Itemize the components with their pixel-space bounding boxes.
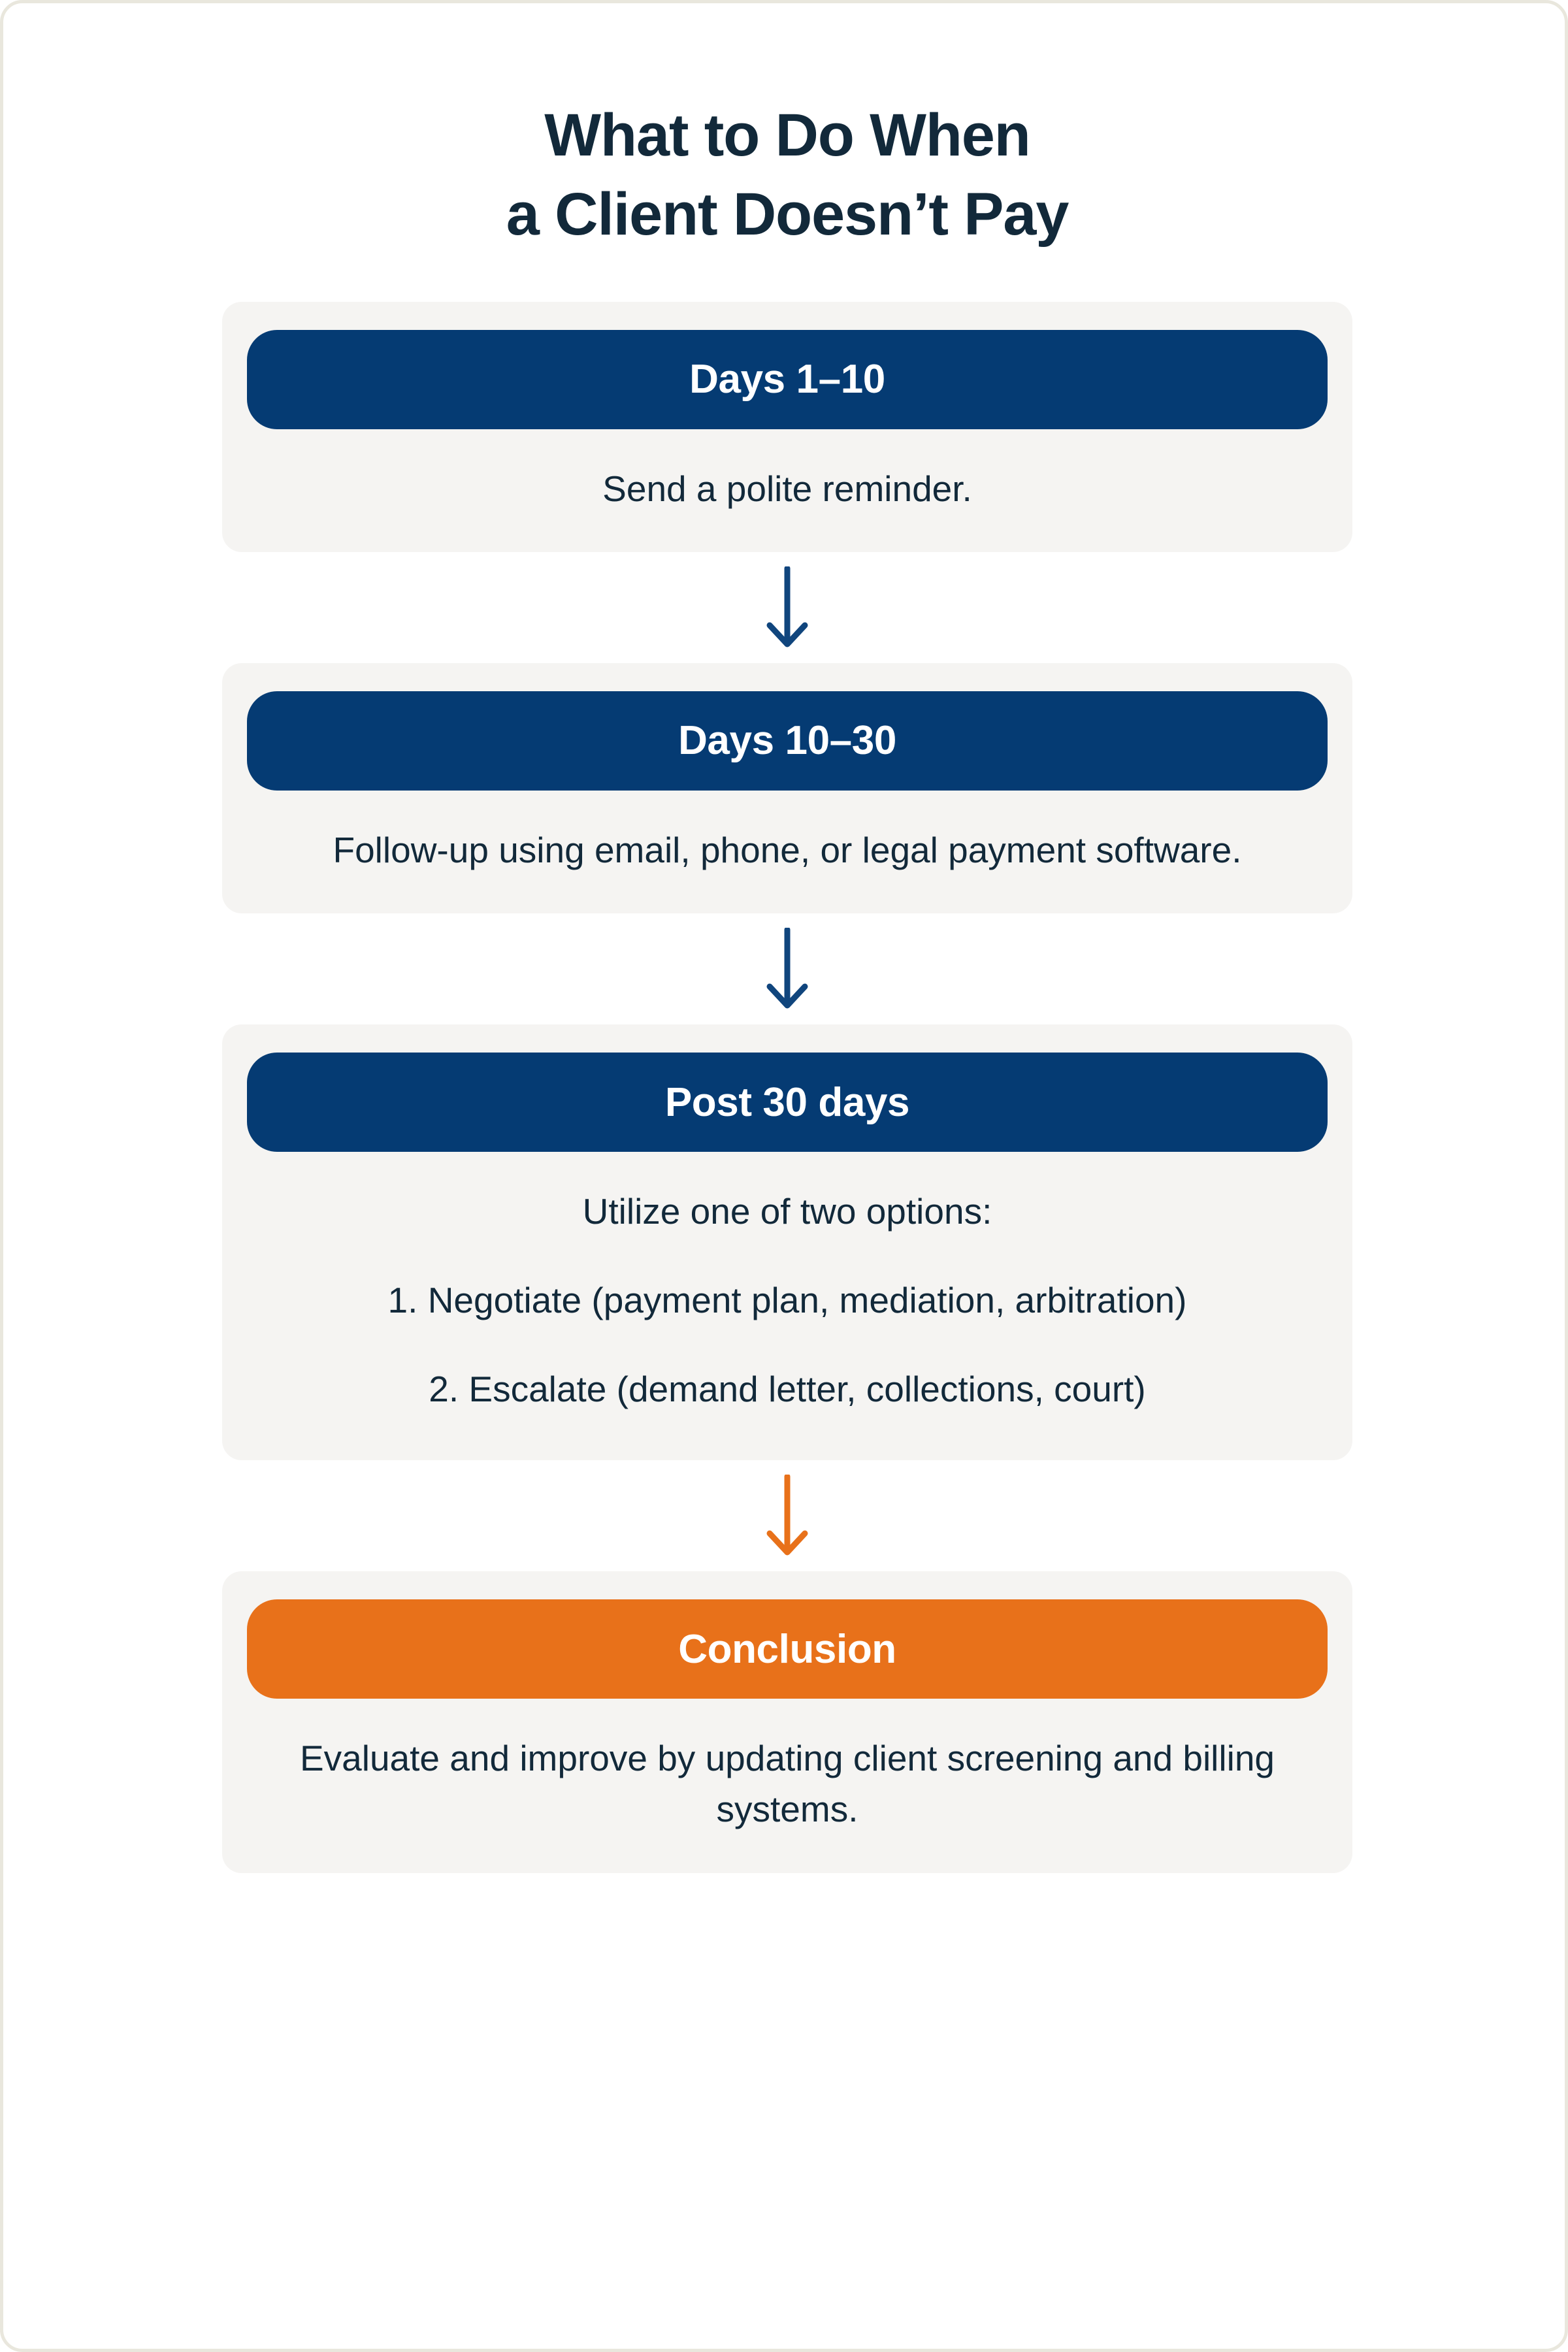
flowchart: Days 1–10 Send a polite reminder. Days 1… [222,255,1352,1873]
step-body-line: Send a polite reminder. [602,468,972,509]
step-body-days-10-30: Follow-up using email, phone, or legal p… [247,791,1328,913]
step-body-post-30-days: Utilize one of two options: 1. Negotiate… [247,1152,1328,1460]
step-card-days-1-10: Days 1–10 Send a polite reminder. [222,301,1352,552]
connector-2 [222,913,1352,1024]
step-body-line: Evaluate and improve by updating client … [299,1738,1275,1830]
arrow-down-icon [761,1475,813,1557]
step-card-post-30-days: Post 30 days Utilize one of two options:… [222,1024,1352,1461]
step-header-days-1-10: Days 1–10 [247,329,1328,429]
step-body-conclusion: Evaluate and improve by updating client … [247,1699,1328,1872]
step-card-days-10-30: Days 10–30 Follow-up using email, phone,… [222,662,1352,914]
step-header-days-10-30: Days 10–30 [247,691,1328,791]
page-title: What to Do When a Client Doesn’t Pay [3,3,1565,255]
connector-3 [222,1460,1352,1571]
arrow-down-icon [761,928,813,1010]
step-header-conclusion: Conclusion [247,1599,1328,1699]
arrow-down-icon [761,566,813,649]
infographic-content: What to Do When a Client Doesn’t Pay Day… [3,3,1565,1873]
step-body-line: Follow-up using email, phone, or legal p… [333,829,1242,870]
step-card-conclusion: Conclusion Evaluate and improve by updat… [222,1571,1352,1873]
page-title-line-1: What to Do When [544,102,1031,169]
step-body-intro: Utilize one of two options: [582,1191,992,1232]
connector-1 [222,552,1352,663]
page-title-line-2: a Client Doesn’t Pay [506,181,1070,248]
step-header-post-30-days: Post 30 days [247,1053,1328,1152]
step-body-days-1-10: Send a polite reminder. [247,429,1328,552]
step-option-1: 1. Negotiate (payment plan, mediation, a… [387,1280,1187,1321]
step-option-2: 2. Escalate (demand letter, collections,… [429,1369,1146,1410]
